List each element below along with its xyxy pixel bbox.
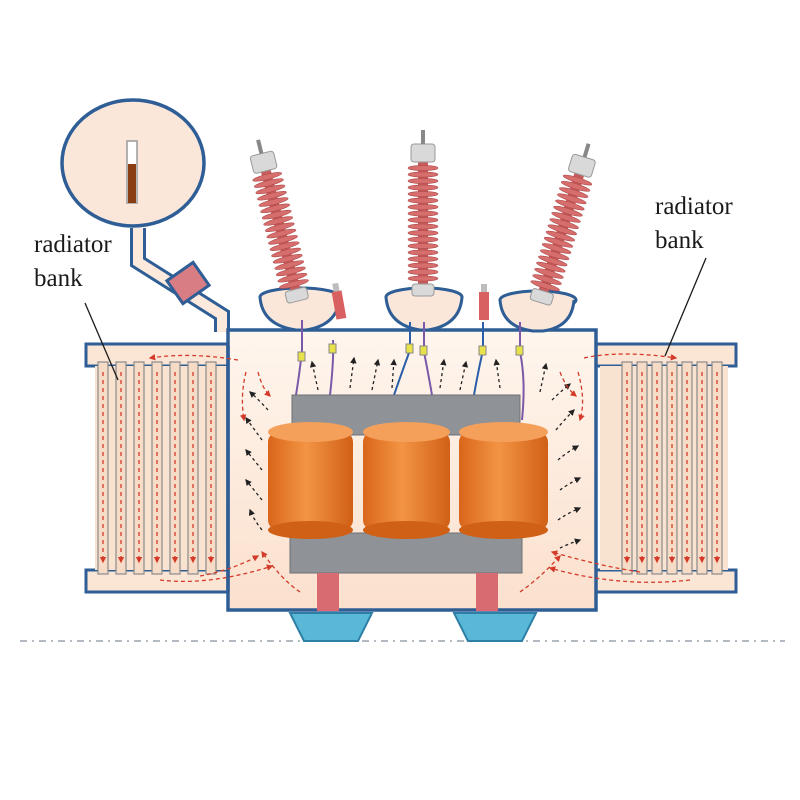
bushing-cups bbox=[258, 286, 578, 333]
radiator-bank-left bbox=[84, 342, 230, 594]
radiator-tube-icon bbox=[97, 361, 217, 575]
label-left-line2: bank bbox=[34, 265, 83, 292]
label-right-line2: bank bbox=[655, 227, 704, 254]
core-support bbox=[317, 573, 498, 611]
winding-coil-icon bbox=[268, 422, 548, 539]
winding-leads bbox=[295, 320, 525, 421]
label-left-line1: radiator bbox=[34, 231, 112, 258]
radiator-bank-right bbox=[592, 342, 738, 594]
hv-bushing bbox=[407, 130, 439, 297]
callout-leaders bbox=[84, 257, 707, 381]
label-right-line1: radiator bbox=[655, 193, 733, 220]
hv-bushing bbox=[529, 143, 596, 306]
conservator-gauge-icon bbox=[60, 98, 206, 228]
silica-breather-icon bbox=[164, 260, 212, 306]
radiator-bank-label-right: radiator bank bbox=[655, 190, 733, 258]
base-foot-icon bbox=[288, 612, 538, 642]
hv-bushing bbox=[249, 139, 309, 304]
radiator-bank-label-left: radiator bank bbox=[34, 228, 112, 296]
lv-bushing-icon bbox=[331, 282, 489, 320]
radiator-tube-icon bbox=[621, 361, 723, 575]
hv-bushing-icon bbox=[249, 130, 596, 306]
oil-flow-arrow-icon bbox=[148, 353, 691, 593]
